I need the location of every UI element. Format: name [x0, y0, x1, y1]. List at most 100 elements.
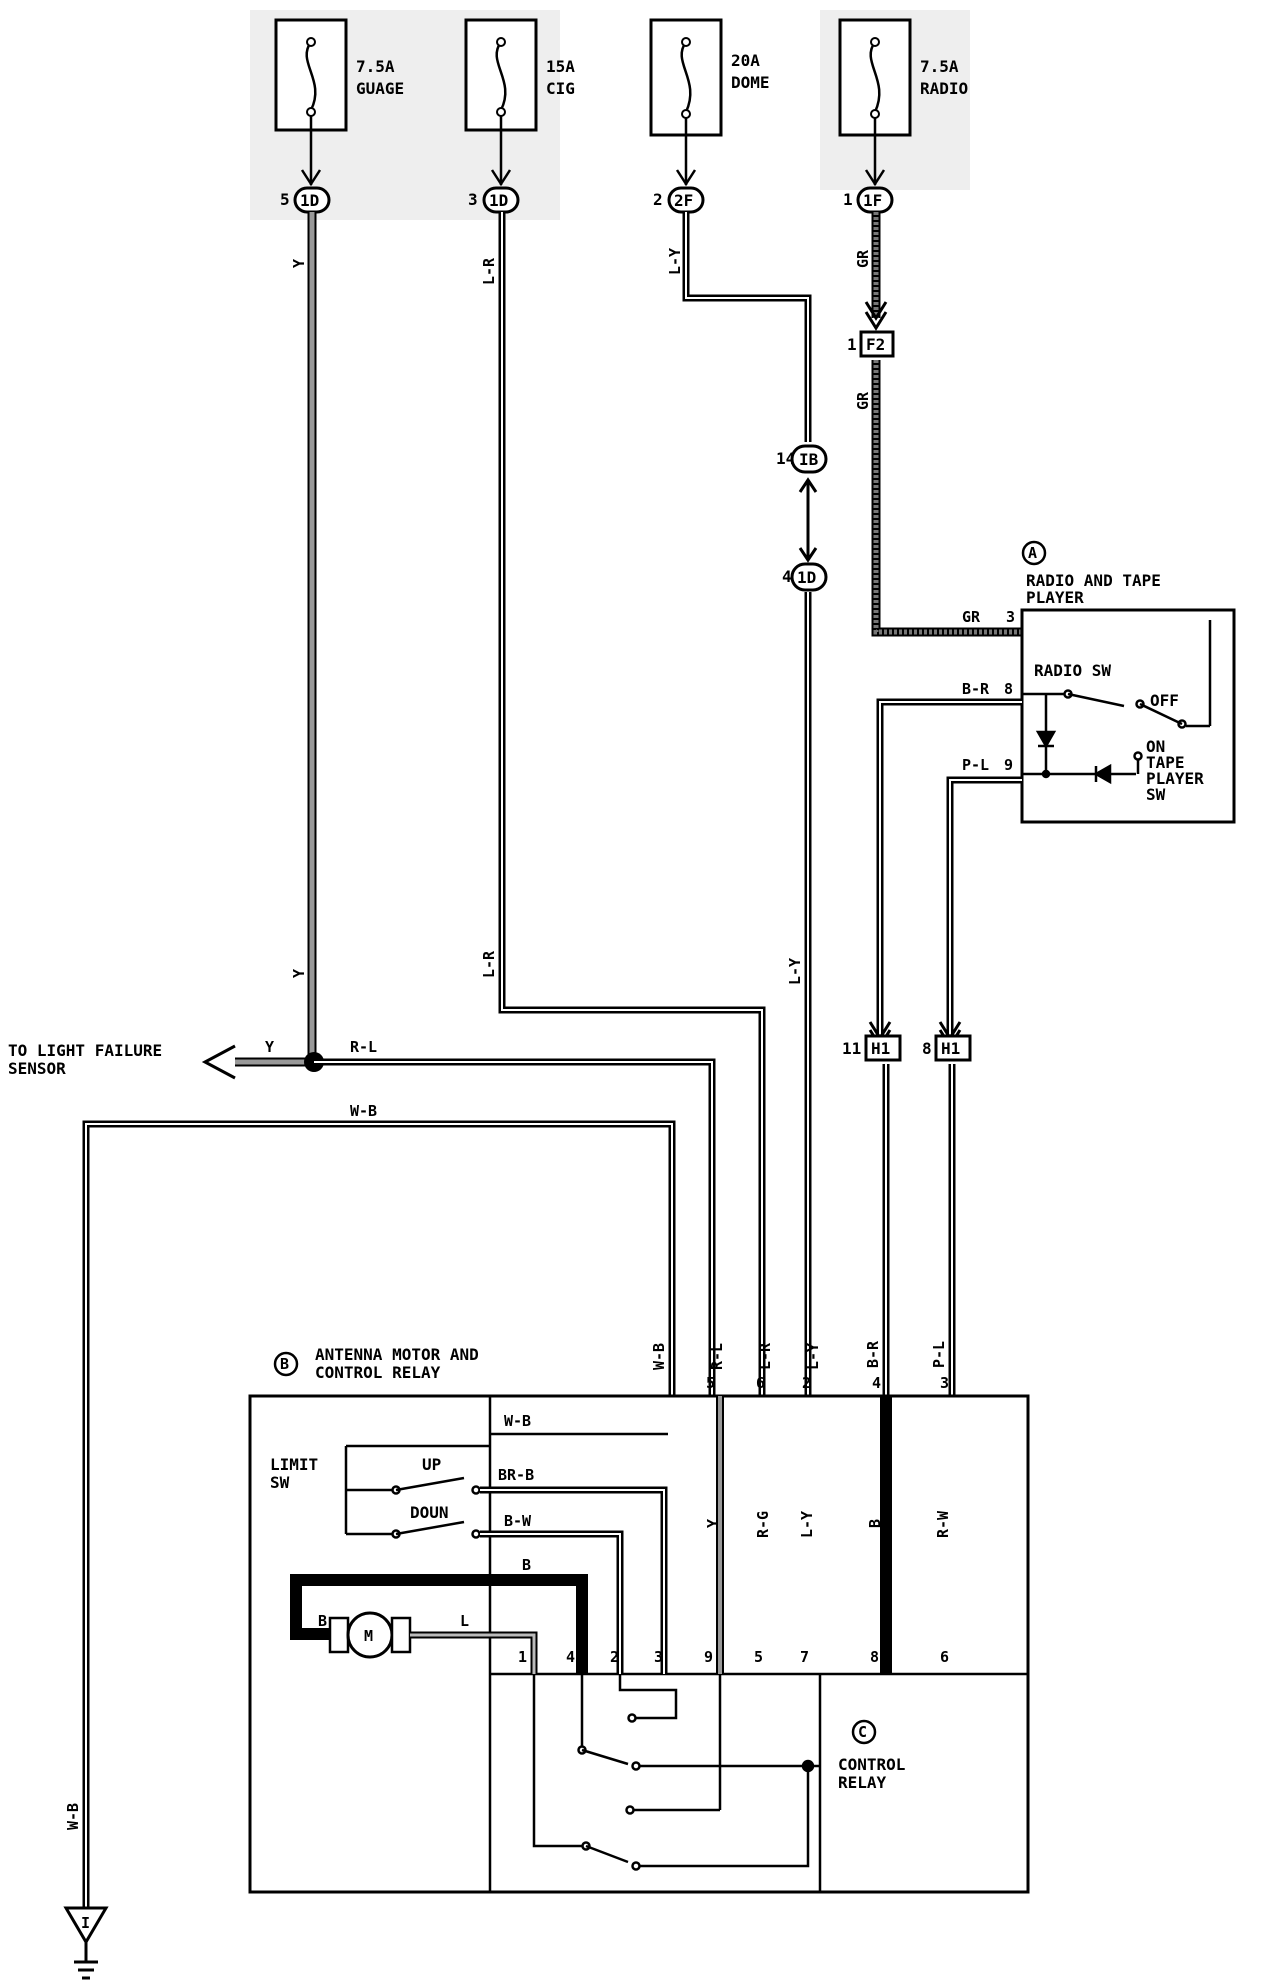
- motor-label: M: [364, 1627, 373, 1645]
- off-label: OFF: [1150, 691, 1179, 710]
- motor-icon: M: [328, 1611, 412, 1659]
- wire-label: L: [460, 1612, 469, 1630]
- wire-label: W-B: [64, 1803, 82, 1830]
- connector-pin: 5: [280, 190, 290, 209]
- wire-gr: GR GR GR: [854, 212, 1022, 637]
- connector-pin: 14: [776, 449, 795, 468]
- wire-label: Y: [265, 1038, 274, 1056]
- wire-label: B-R: [962, 680, 990, 698]
- wire-label: P-L: [962, 756, 989, 774]
- fuse-name: CIG: [546, 79, 575, 98]
- wire-label: W-B: [504, 1412, 531, 1430]
- wire-label: L-R: [480, 257, 498, 285]
- connector-pin: 11: [842, 1039, 861, 1058]
- connector-id: IB: [799, 450, 819, 469]
- wire-label: L-Y: [666, 248, 684, 275]
- wire-label: R-L: [350, 1038, 377, 1056]
- pin-label: 4: [566, 1648, 575, 1666]
- connector-id: 1D: [797, 568, 816, 587]
- fuse-radio: 7.5A RADIO: [838, 18, 968, 137]
- wire-b-r: B-R B-R: [864, 680, 1022, 1395]
- connector-id: 2F: [674, 191, 693, 210]
- ground-symbol: I: [63, 1906, 109, 1980]
- pin-label: 8: [1004, 680, 1013, 698]
- wire-label: L-Y: [786, 958, 804, 985]
- connector-ib: 14 IB: [776, 444, 828, 474]
- connector-1d-guage: 5 1D: [280, 186, 331, 214]
- tape-player-label: TAPE: [1146, 753, 1185, 772]
- radio-sw-label: RADIO SW: [1034, 661, 1111, 680]
- pin-label: 9: [704, 1648, 713, 1666]
- connector-pin: 8: [922, 1039, 932, 1058]
- connector-id: H1: [871, 1039, 890, 1058]
- wire-p-l: P-L P-L: [930, 756, 1022, 1395]
- connector-pin: 1: [847, 335, 857, 354]
- fuse-amp: 7.5A: [356, 57, 395, 76]
- wire-label: B-R: [864, 1340, 882, 1368]
- limit-sw-label: SW: [270, 1473, 290, 1492]
- pin-label: 6: [940, 1648, 949, 1666]
- light-failure-branch: Y TO LIGHT FAILURE SENSOR: [8, 1038, 324, 1080]
- up-label: UP: [422, 1455, 441, 1474]
- light-failure-label: TO LIGHT FAILURE: [8, 1041, 162, 1060]
- limit-sw-label: LIMIT: [270, 1455, 318, 1474]
- wire-label: B: [522, 1556, 531, 1574]
- connector-pin: 2: [653, 190, 663, 209]
- pin-label: 8: [870, 1648, 879, 1666]
- connector-2f-dome: 2 2F: [653, 186, 705, 214]
- connector-pin: 1: [843, 190, 853, 209]
- pin-label: 5: [706, 1374, 715, 1392]
- connector-id: 1D: [489, 191, 508, 210]
- wire-label: R-W: [934, 1510, 952, 1538]
- connector-id: 1D: [300, 191, 319, 210]
- wire-label: BR-B: [498, 1466, 534, 1484]
- relay-title: RELAY: [838, 1773, 887, 1792]
- pin-label: 5: [754, 1648, 763, 1666]
- fuse-name: DOME: [731, 73, 770, 92]
- connector-id: F2: [866, 335, 885, 354]
- down-label: DOUN: [410, 1503, 449, 1522]
- wire-r-l: R-L R-L: [314, 1038, 726, 1395]
- relay-marker: C: [858, 1723, 867, 1741]
- pin-label: 3: [940, 1374, 949, 1392]
- wire-label: GR: [854, 391, 872, 410]
- fuse-name: GUAGE: [356, 79, 404, 98]
- antenna-marker: B: [280, 1355, 289, 1373]
- wire-l-r: L-R L-R L-R: [480, 212, 774, 1395]
- pin-label: 4: [872, 1374, 881, 1392]
- fuse-name: RADIO: [920, 79, 968, 98]
- on-label: ON: [1146, 737, 1165, 756]
- control-relay-label: C CONTROL RELAY: [838, 1719, 905, 1792]
- connector-pin: 4: [782, 567, 792, 586]
- radio-title: RADIO AND TAPE: [1026, 571, 1161, 590]
- wire-label: W-B: [650, 1343, 668, 1370]
- wire-label: L-Y: [804, 1343, 822, 1370]
- wire-label: L-R: [756, 1342, 774, 1370]
- antenna-motor-control-relay: B ANTENNA MOTOR AND CONTROL RELAY 5 6 2 …: [248, 1345, 1030, 1894]
- wire-label: Y: [704, 1519, 722, 1528]
- pin-label: 2: [802, 1374, 811, 1392]
- wire-label: B-W: [504, 1512, 532, 1530]
- wire-l-y: L-Y L-Y L-Y: [666, 212, 822, 1395]
- connector-h1-11: 11 H1: [842, 1034, 902, 1062]
- wire-label: Y: [290, 259, 308, 268]
- wire-label: P-L: [930, 1341, 948, 1368]
- connector-f2: 1 F2: [847, 330, 895, 358]
- fuse-amp: 15A: [546, 57, 575, 76]
- wire-label: L-Y: [798, 1511, 816, 1538]
- fuse-arrows: [300, 116, 886, 187]
- fuse-amp: 7.5A: [920, 57, 959, 76]
- radio-title: PLAYER: [1026, 588, 1084, 607]
- ground-label: I: [81, 1914, 90, 1932]
- connector-id: 1F: [863, 191, 882, 210]
- fuse-dome: 20A DOME: [649, 18, 770, 137]
- wire-label: B: [866, 1519, 884, 1528]
- antenna-title: CONTROL RELAY: [315, 1363, 441, 1382]
- radio-tape-player: A RADIO AND TAPE PLAYER 3 RADIO SW OFF O…: [1004, 540, 1236, 824]
- pin-label: 3: [654, 1648, 663, 1666]
- relay-title: CONTROL: [838, 1755, 905, 1774]
- pin-label: 7: [800, 1648, 809, 1666]
- fuse-amp: 20A: [731, 51, 760, 70]
- wire-label: L-R: [480, 950, 498, 978]
